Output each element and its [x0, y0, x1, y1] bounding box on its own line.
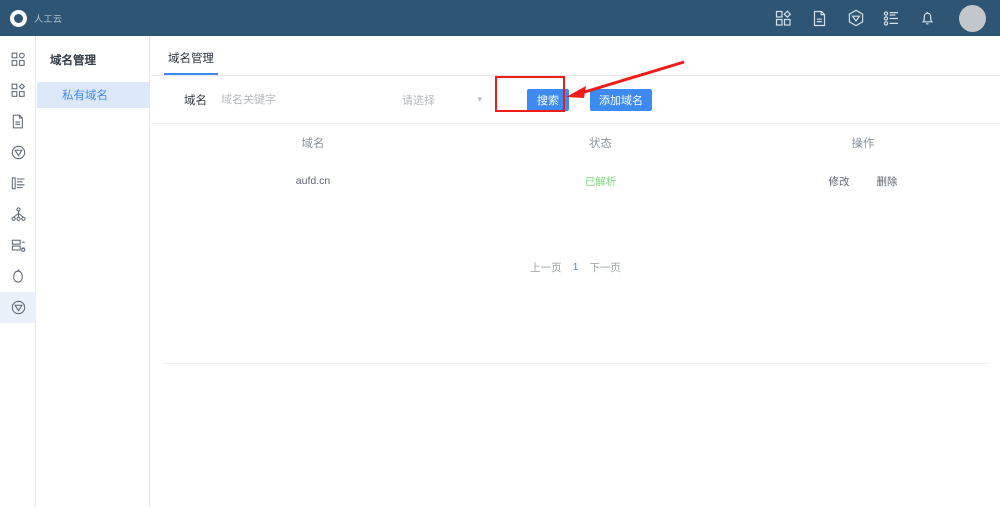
next-page-button[interactable]: 下一页: [589, 261, 621, 274]
bell-icon[interactable]: [918, 9, 937, 28]
table-row: aufd.cn 已解析 修改 删除: [163, 162, 988, 200]
rail-item-document[interactable]: [0, 106, 36, 137]
rail-item-shield[interactable]: [0, 261, 36, 292]
cell-status: 已解析: [463, 174, 738, 189]
page-number-1[interactable]: 1: [572, 261, 579, 273]
sidebar-item-private-domain[interactable]: 私有域名: [37, 82, 149, 108]
cube-icon[interactable]: [846, 9, 865, 28]
chevron-down-icon: ▾: [477, 94, 482, 104]
secondary-sidebar: 域名管理 私有域名: [37, 36, 150, 507]
add-domain-button[interactable]: 添加域名: [590, 88, 652, 111]
sidebar-item-label: 私有域名: [62, 90, 108, 102]
domain-table: 域名 状态 操作 aufd.cn 已解析 修改 删除 上一页 1 下一页: [151, 124, 1000, 279]
document-icon[interactable]: [810, 9, 829, 28]
rail-item-globe-active[interactable]: [0, 292, 36, 323]
filter-bar: 域名 请选择 ▾ 搜索 添加域名: [151, 76, 1000, 124]
rail-item-database[interactable]: [0, 230, 36, 261]
search-button[interactable]: 搜索: [527, 88, 569, 111]
table-header-domain: 域名: [301, 137, 325, 150]
content-divider: [163, 363, 988, 364]
edit-link[interactable]: 修改: [828, 175, 850, 188]
status-select-value: 请选择: [402, 94, 435, 107]
sidebar-title: 域名管理: [50, 55, 96, 67]
brand[interactable]: 人工云: [0, 9, 63, 27]
top-bar: 人工云: [0, 0, 1000, 36]
delete-link[interactable]: 删除: [876, 175, 898, 188]
list-icon[interactable]: [882, 9, 901, 28]
cell-actions: 修改 删除: [738, 174, 988, 189]
icon-rail: [0, 36, 36, 507]
main-content: 域名管理 域名 请选择 ▾ 搜索 添加域名 域名 状态 操作 aufd.cn 已…: [151, 36, 1000, 507]
avatar[interactable]: [959, 4, 986, 32]
logo-icon: [10, 9, 27, 27]
rail-item-dashboard[interactable]: [0, 44, 36, 75]
prev-page-button[interactable]: 上一页: [530, 261, 562, 274]
domain-search-input[interactable]: [219, 89, 354, 110]
table-header-action: 操作: [851, 137, 875, 150]
cell-domain: aufd.cn: [295, 175, 331, 187]
rail-item-apps[interactable]: [0, 75, 36, 106]
rail-item-server-list[interactable]: [0, 168, 36, 199]
pagination: 上一页 1 下一页: [163, 255, 988, 279]
table-header-status: 状态: [589, 137, 612, 150]
tab-domain-management[interactable]: 域名管理: [164, 50, 218, 75]
rail-item-network-topology[interactable]: [0, 199, 36, 230]
rail-item-globe[interactable]: [0, 137, 36, 168]
tab-label: 域名管理: [168, 53, 214, 65]
brand-name: 人工云: [34, 13, 63, 24]
status-select[interactable]: 请选择 ▾: [402, 89, 482, 110]
tab-bar: 域名管理: [151, 36, 1000, 76]
domain-filter-label: 域名: [184, 94, 207, 107]
status-badge: 已解析: [584, 175, 617, 188]
table-header-row: 域名 状态 操作: [163, 124, 988, 162]
apps-icon[interactable]: [774, 9, 793, 28]
top-icon-group: [774, 4, 1000, 32]
